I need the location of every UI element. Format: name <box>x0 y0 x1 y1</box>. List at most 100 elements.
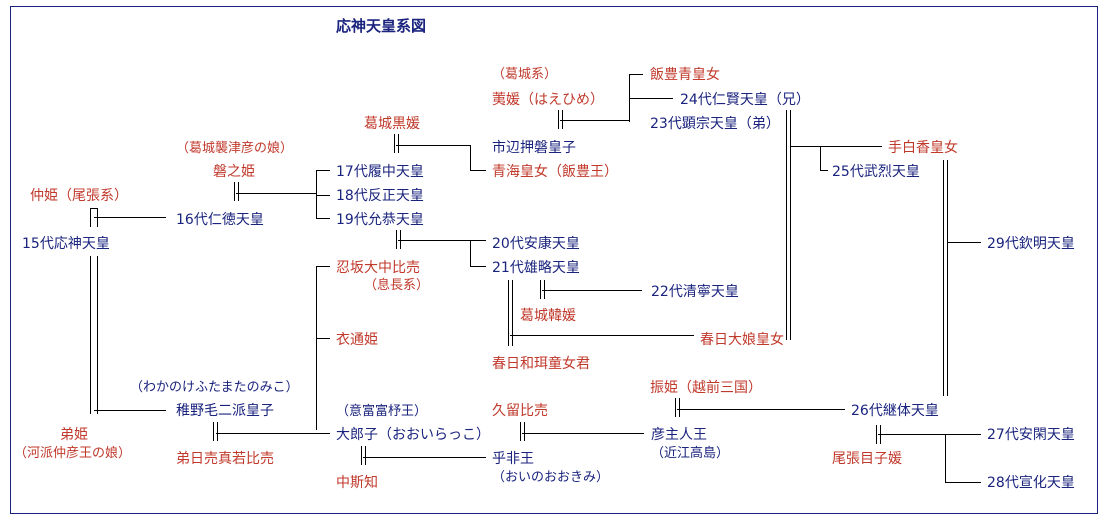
connector-line <box>629 98 673 99</box>
person-richu: 17代履中天皇 <box>336 164 424 180</box>
connector-line <box>947 160 948 396</box>
person-senka: 28代宣化天皇 <box>987 475 1075 491</box>
connector-line <box>629 74 643 75</box>
connector-line <box>316 266 317 430</box>
connector-line <box>562 110 563 129</box>
connector-line <box>544 280 545 299</box>
label-omi-takashima: （近江高島） <box>651 446 730 461</box>
person-kasuga-oiratsume: 春日大娘皇女 <box>700 332 784 348</box>
person-haehime: 荑媛（はえひめ） <box>492 92 604 108</box>
connector-line <box>790 146 882 147</box>
connector-line <box>558 110 559 129</box>
connector-line <box>90 208 98 209</box>
person-oiratsuko: 大郎子（おおいらっこ） <box>336 427 490 443</box>
diagram-title: 応神天皇系図 <box>336 17 427 35</box>
label-sotsuhiko-daughter: （葛城襲津彦の娘） <box>176 141 294 156</box>
connector-line <box>524 422 525 441</box>
person-ohi: 乎非王 <box>492 451 534 467</box>
connector-line <box>520 422 521 441</box>
connector-line <box>560 120 630 121</box>
connector-line <box>677 409 845 410</box>
connector-line <box>94 410 166 411</box>
connector-line <box>945 482 981 483</box>
connector-line <box>540 280 541 299</box>
connector-line <box>470 170 486 171</box>
person-buretsu: 25代武烈天皇 <box>832 164 920 180</box>
person-nakashichi: 中斯知 <box>336 475 378 491</box>
person-keitai: 26代継体天皇 <box>851 403 939 419</box>
person-hanzei: 18代反正天皇 <box>336 188 424 204</box>
person-nakatsuhime: 仲姫（尾張系） <box>30 188 128 204</box>
connector-line <box>90 256 91 414</box>
person-kazuraki-kurohime: 葛城黒媛 <box>364 116 420 132</box>
connector-line <box>470 266 486 267</box>
person-ojin: 15代応神天皇 <box>22 236 110 252</box>
label-kawamata-daughter: （河派仲彦王の娘） <box>14 446 132 461</box>
connector-line <box>396 145 471 146</box>
connector-line <box>316 338 330 339</box>
person-sotoori: 衣通姫 <box>336 332 378 348</box>
label-wakanuke-kana: （わかのけふたまたのみこ） <box>130 380 299 395</box>
connector-line <box>510 335 694 336</box>
connector-line <box>943 160 944 396</box>
connector-line <box>94 217 166 218</box>
connector-line <box>316 170 317 218</box>
connector-line <box>522 433 644 434</box>
person-kenzo: 23代顕宗天皇（弟） <box>650 116 780 132</box>
connector-line <box>400 230 401 249</box>
person-tanikaga: 手白香皇女 <box>888 140 958 156</box>
connector-line <box>679 398 680 417</box>
person-owari-menoko: 尾張目子媛 <box>832 451 902 467</box>
person-kazuraki-karahime: 葛城韓媛 <box>520 308 576 324</box>
connector-line <box>316 218 330 219</box>
connector-line <box>394 134 395 153</box>
person-osaka-onakatsu: 忍坂大中比売 <box>336 260 420 276</box>
person-kasuga-wani: 春日和珥童女君 <box>492 356 590 372</box>
person-anko: 20代安康天皇 <box>492 236 580 252</box>
connector-line <box>512 280 513 346</box>
connector-line <box>470 240 471 266</box>
label-ohodo: （意富富杼王） <box>336 404 428 419</box>
connector-line <box>945 434 946 482</box>
connector-line <box>786 110 787 340</box>
connector-line <box>398 240 486 241</box>
connector-line <box>217 422 218 441</box>
connector-line <box>820 146 821 170</box>
connector-line <box>365 446 366 465</box>
connector-line <box>675 398 676 417</box>
connector-line <box>316 266 330 267</box>
connector-line <box>97 256 98 414</box>
connector-line <box>508 280 509 346</box>
connector-line <box>470 145 471 170</box>
connector-line <box>316 195 330 196</box>
connector-line <box>213 422 214 441</box>
connector-line <box>238 182 239 201</box>
person-kinmei: 29代欽明天皇 <box>987 236 1075 252</box>
person-ninken: 24代仁賢天皇（兄） <box>680 92 810 108</box>
connector-line <box>361 446 362 465</box>
connector-line <box>90 208 91 227</box>
connector-line <box>820 170 828 171</box>
person-ankan: 27代安閑天皇 <box>987 427 1075 443</box>
label-kazuraki-kei: （葛城系） <box>492 67 558 82</box>
person-iitoyo: 飯豊青皇女 <box>650 67 720 83</box>
person-iwanohime: 磐之姫 <box>213 164 255 180</box>
connector-line <box>234 182 235 201</box>
connector-line <box>398 134 399 153</box>
person-otohi-mawaka: 弟日売真若比売 <box>176 451 274 467</box>
connector-line <box>876 425 877 444</box>
connector-line <box>947 242 981 243</box>
connector-line <box>236 193 316 194</box>
connector-line <box>216 433 330 434</box>
label-ohi-kana: （おいのおおきみ） <box>492 470 610 485</box>
connector-line <box>878 434 981 435</box>
person-nintoku: 16代仁徳天皇 <box>176 212 264 228</box>
person-wakanuke: 稚野毛二派皇子 <box>176 403 274 419</box>
person-hikoushi: 彦主人王 <box>651 427 707 443</box>
person-kurihime: 久留比売 <box>492 403 548 419</box>
connector-line <box>542 290 642 291</box>
person-furihime: 振姫（越前三国） <box>650 380 762 396</box>
connector-line <box>363 457 486 458</box>
person-seinei: 22代清寧天皇 <box>651 284 739 300</box>
connector-line <box>316 170 330 171</box>
